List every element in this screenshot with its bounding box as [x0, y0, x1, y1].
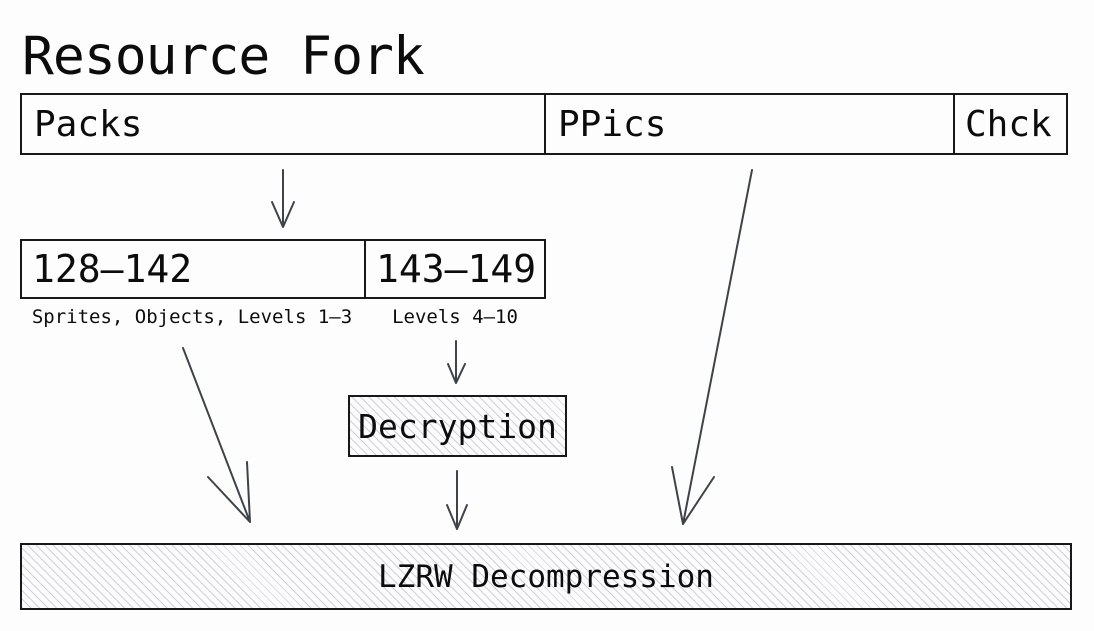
box-lzrw-decompression-label: LZRW Decompression: [378, 558, 714, 595]
arrow-ppics-to-lzrw-icon: [671, 169, 753, 525]
resource-type-row: Packs PPics Chck: [20, 93, 1068, 155]
box-chck: Chck: [955, 95, 1066, 153]
pack-range-row: 128–142 143–149: [20, 239, 546, 299]
diagram-title: Resource Fork: [22, 26, 425, 87]
caption-sprites-objects-levels-1-3: Sprites, Objects, Levels 1–3: [31, 306, 353, 328]
box-range-128-142-label: 128–142: [32, 247, 193, 291]
arrow-levels-4-10-to-decryption-icon: [447, 340, 466, 384]
arrow-range-128-142-to-lzrw-icon: [182, 347, 251, 523]
box-range-143-149: 143–149: [366, 241, 544, 297]
arrow-decryption-to-lzrw-icon: [446, 470, 468, 530]
box-decryption-label: Decryption: [358, 406, 557, 446]
box-chck-label: Chck: [965, 103, 1052, 145]
box-decryption: Decryption: [348, 395, 567, 457]
caption-levels-4-10: Levels 4–10: [392, 306, 518, 328]
box-range-143-149-label: 143–149: [376, 247, 537, 291]
box-ppics: PPics: [546, 95, 955, 153]
arrow-packs-to-ranges-icon: [271, 169, 295, 228]
box-packs: Packs: [22, 95, 546, 153]
box-range-128-142: 128–142: [22, 241, 366, 297]
box-lzrw-decompression: LZRW Decompression: [20, 543, 1072, 610]
box-packs-label: Packs: [34, 103, 143, 145]
box-ppics-label: PPics: [558, 103, 667, 145]
